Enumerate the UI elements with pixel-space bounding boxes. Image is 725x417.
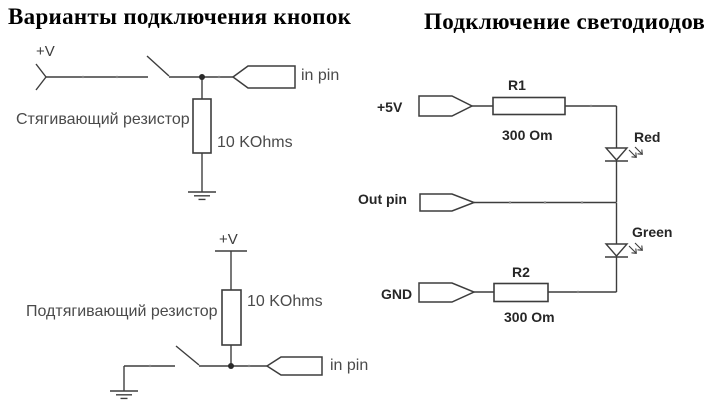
left-diagram-title: Варианты подключения кнопок	[8, 4, 352, 29]
wires	[123, 251, 267, 391]
resistor-r2-body	[493, 282, 549, 303]
pulldown-circuit	[35, 55, 296, 201]
switch-icon	[175, 345, 200, 366]
pulldown-pin-label: in pin	[301, 67, 340, 84]
in-pin-tag	[265, 356, 323, 376]
out-pin-label: Out pin	[358, 191, 407, 207]
junction-dot	[228, 363, 234, 369]
resistor-body	[192, 98, 212, 154]
led-red-icon	[604, 146, 643, 162]
pulldown-name-label: Стягивающий резистор	[16, 111, 190, 128]
junction-dot	[199, 74, 205, 80]
r2-ref-label: R2	[512, 264, 530, 280]
led-red-label: Red	[634, 129, 661, 145]
pulldown-supply-label: +V	[36, 43, 55, 60]
led-green-label: Green	[632, 224, 673, 240]
right-diagram-title: Подключение светодиодов	[424, 9, 706, 34]
pullup-circuit	[110, 250, 323, 400]
switch-icon	[146, 55, 170, 77]
supply-connector-icon	[35, 63, 47, 91]
resistor-r1-body	[492, 96, 566, 116]
in-pin-tag	[231, 65, 296, 89]
pullup-name-label: Подтягивающий резистор	[26, 303, 218, 320]
resistor-body	[221, 289, 242, 346]
wire-ticks	[148, 364, 251, 368]
out-pin-connector-tag	[419, 193, 477, 212]
wire-ticks	[81, 75, 221, 79]
r2-value-label: 300 Om	[504, 309, 555, 325]
pulldown-resistor-value: 10 KOhms	[217, 134, 293, 151]
ground-icon	[188, 191, 216, 201]
ground-icon	[110, 390, 138, 400]
r1-value-label: 300 Om	[502, 127, 553, 143]
led-green-icon	[604, 242, 643, 258]
gnd-label: GND	[381, 286, 413, 302]
pullup-resistor-value: 10 KOhms	[247, 293, 323, 310]
led-circuit	[418, 95, 643, 303]
pullup-supply-label: +V	[219, 231, 238, 248]
plus5v-connector-tag	[418, 95, 474, 117]
gnd-connector-tag	[418, 282, 476, 303]
r1-ref-label: R1	[508, 77, 526, 93]
wire-ticks	[508, 104, 593, 294]
pullup-pin-label: in pin	[330, 357, 369, 374]
plus5v-label: +5V	[377, 99, 403, 115]
